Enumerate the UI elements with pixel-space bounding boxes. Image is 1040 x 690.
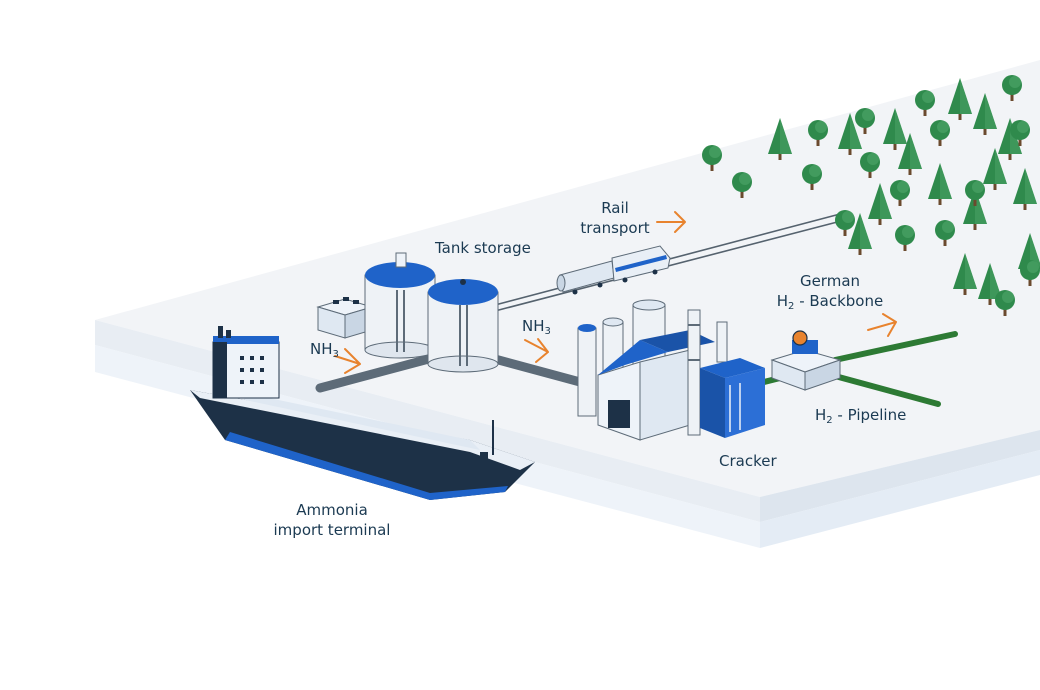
pipeline-h2-base: H (815, 406, 827, 424)
train-icon (556, 245, 671, 295)
tree-icon (973, 93, 997, 135)
tree-icon (838, 113, 862, 155)
tree-icon (953, 253, 977, 295)
nh3-label-left-base: NH (310, 340, 333, 358)
tree-icon (808, 120, 828, 146)
tank-storage-label: Tank storage (435, 239, 531, 257)
ammonia-terminal-label: Ammonia import terminal (262, 500, 402, 540)
cracker-label: Cracker (719, 452, 777, 470)
backbone-h2-sub: 2 (788, 301, 795, 312)
h2-backbone-label: German H2 - Backbone (770, 271, 890, 317)
tree-icon (890, 180, 910, 206)
nh3-label-right-base: NH (522, 317, 545, 335)
tree-icon (995, 290, 1015, 316)
tree-icon (1010, 120, 1030, 146)
tree-icon (768, 118, 792, 160)
tree-icon (732, 172, 752, 198)
pipeline-h2-sub: 2 (826, 415, 833, 426)
tree-icon (835, 210, 855, 236)
storage-tank-icon (427, 279, 499, 373)
nh3-label-left-sub: 3 (332, 349, 339, 360)
terminal-label-line2: import terminal (273, 521, 391, 539)
nh3-label-right: NH3 (522, 316, 551, 342)
nh3-label-left: NH3 (310, 339, 339, 365)
tree-icon (1013, 168, 1037, 210)
terminal-label-line1: Ammonia (296, 501, 368, 519)
rail-label-line1: Rail (601, 199, 629, 217)
tree-icon (1002, 75, 1022, 101)
factory-icon (577, 299, 765, 441)
tree-icon (930, 120, 950, 146)
backbone-label-line1: German (799, 272, 861, 290)
backbone-suffix: - Backbone (794, 292, 884, 310)
storage-tank-icon (364, 252, 436, 359)
compressor-icon (770, 330, 842, 391)
tree-icon (915, 90, 935, 116)
pipeline-suffix: - Pipeline (832, 406, 907, 424)
tree-icon (895, 225, 915, 251)
tree-icon (1020, 260, 1040, 286)
rail-label-line2: transport (580, 219, 650, 237)
tree-icon (855, 108, 875, 134)
tree-icon (983, 148, 1007, 190)
tree-icon (868, 183, 892, 225)
tree-icon (702, 145, 722, 171)
tree-icon (802, 164, 822, 190)
arrow-icon (334, 211, 897, 374)
tree-icon (928, 163, 952, 205)
tree-icon (948, 78, 972, 120)
tree-icon (860, 152, 880, 178)
tree-icon (978, 263, 1002, 305)
backbone-label-line2: H2 - Backbone (770, 291, 890, 317)
tree-icon (965, 180, 985, 206)
tree-icon (935, 220, 955, 246)
nh3-label-right-sub: 3 (544, 326, 551, 337)
h2-pipeline-label: H2 - Pipeline (815, 405, 906, 431)
rail-transport-label: Rail transport (575, 198, 655, 238)
tree-icon (848, 213, 872, 255)
tree-icon (883, 108, 907, 150)
tree-icon (898, 133, 922, 175)
backbone-h2-base: H (776, 292, 789, 310)
ship-icon (190, 326, 535, 500)
forest (702, 75, 1040, 316)
